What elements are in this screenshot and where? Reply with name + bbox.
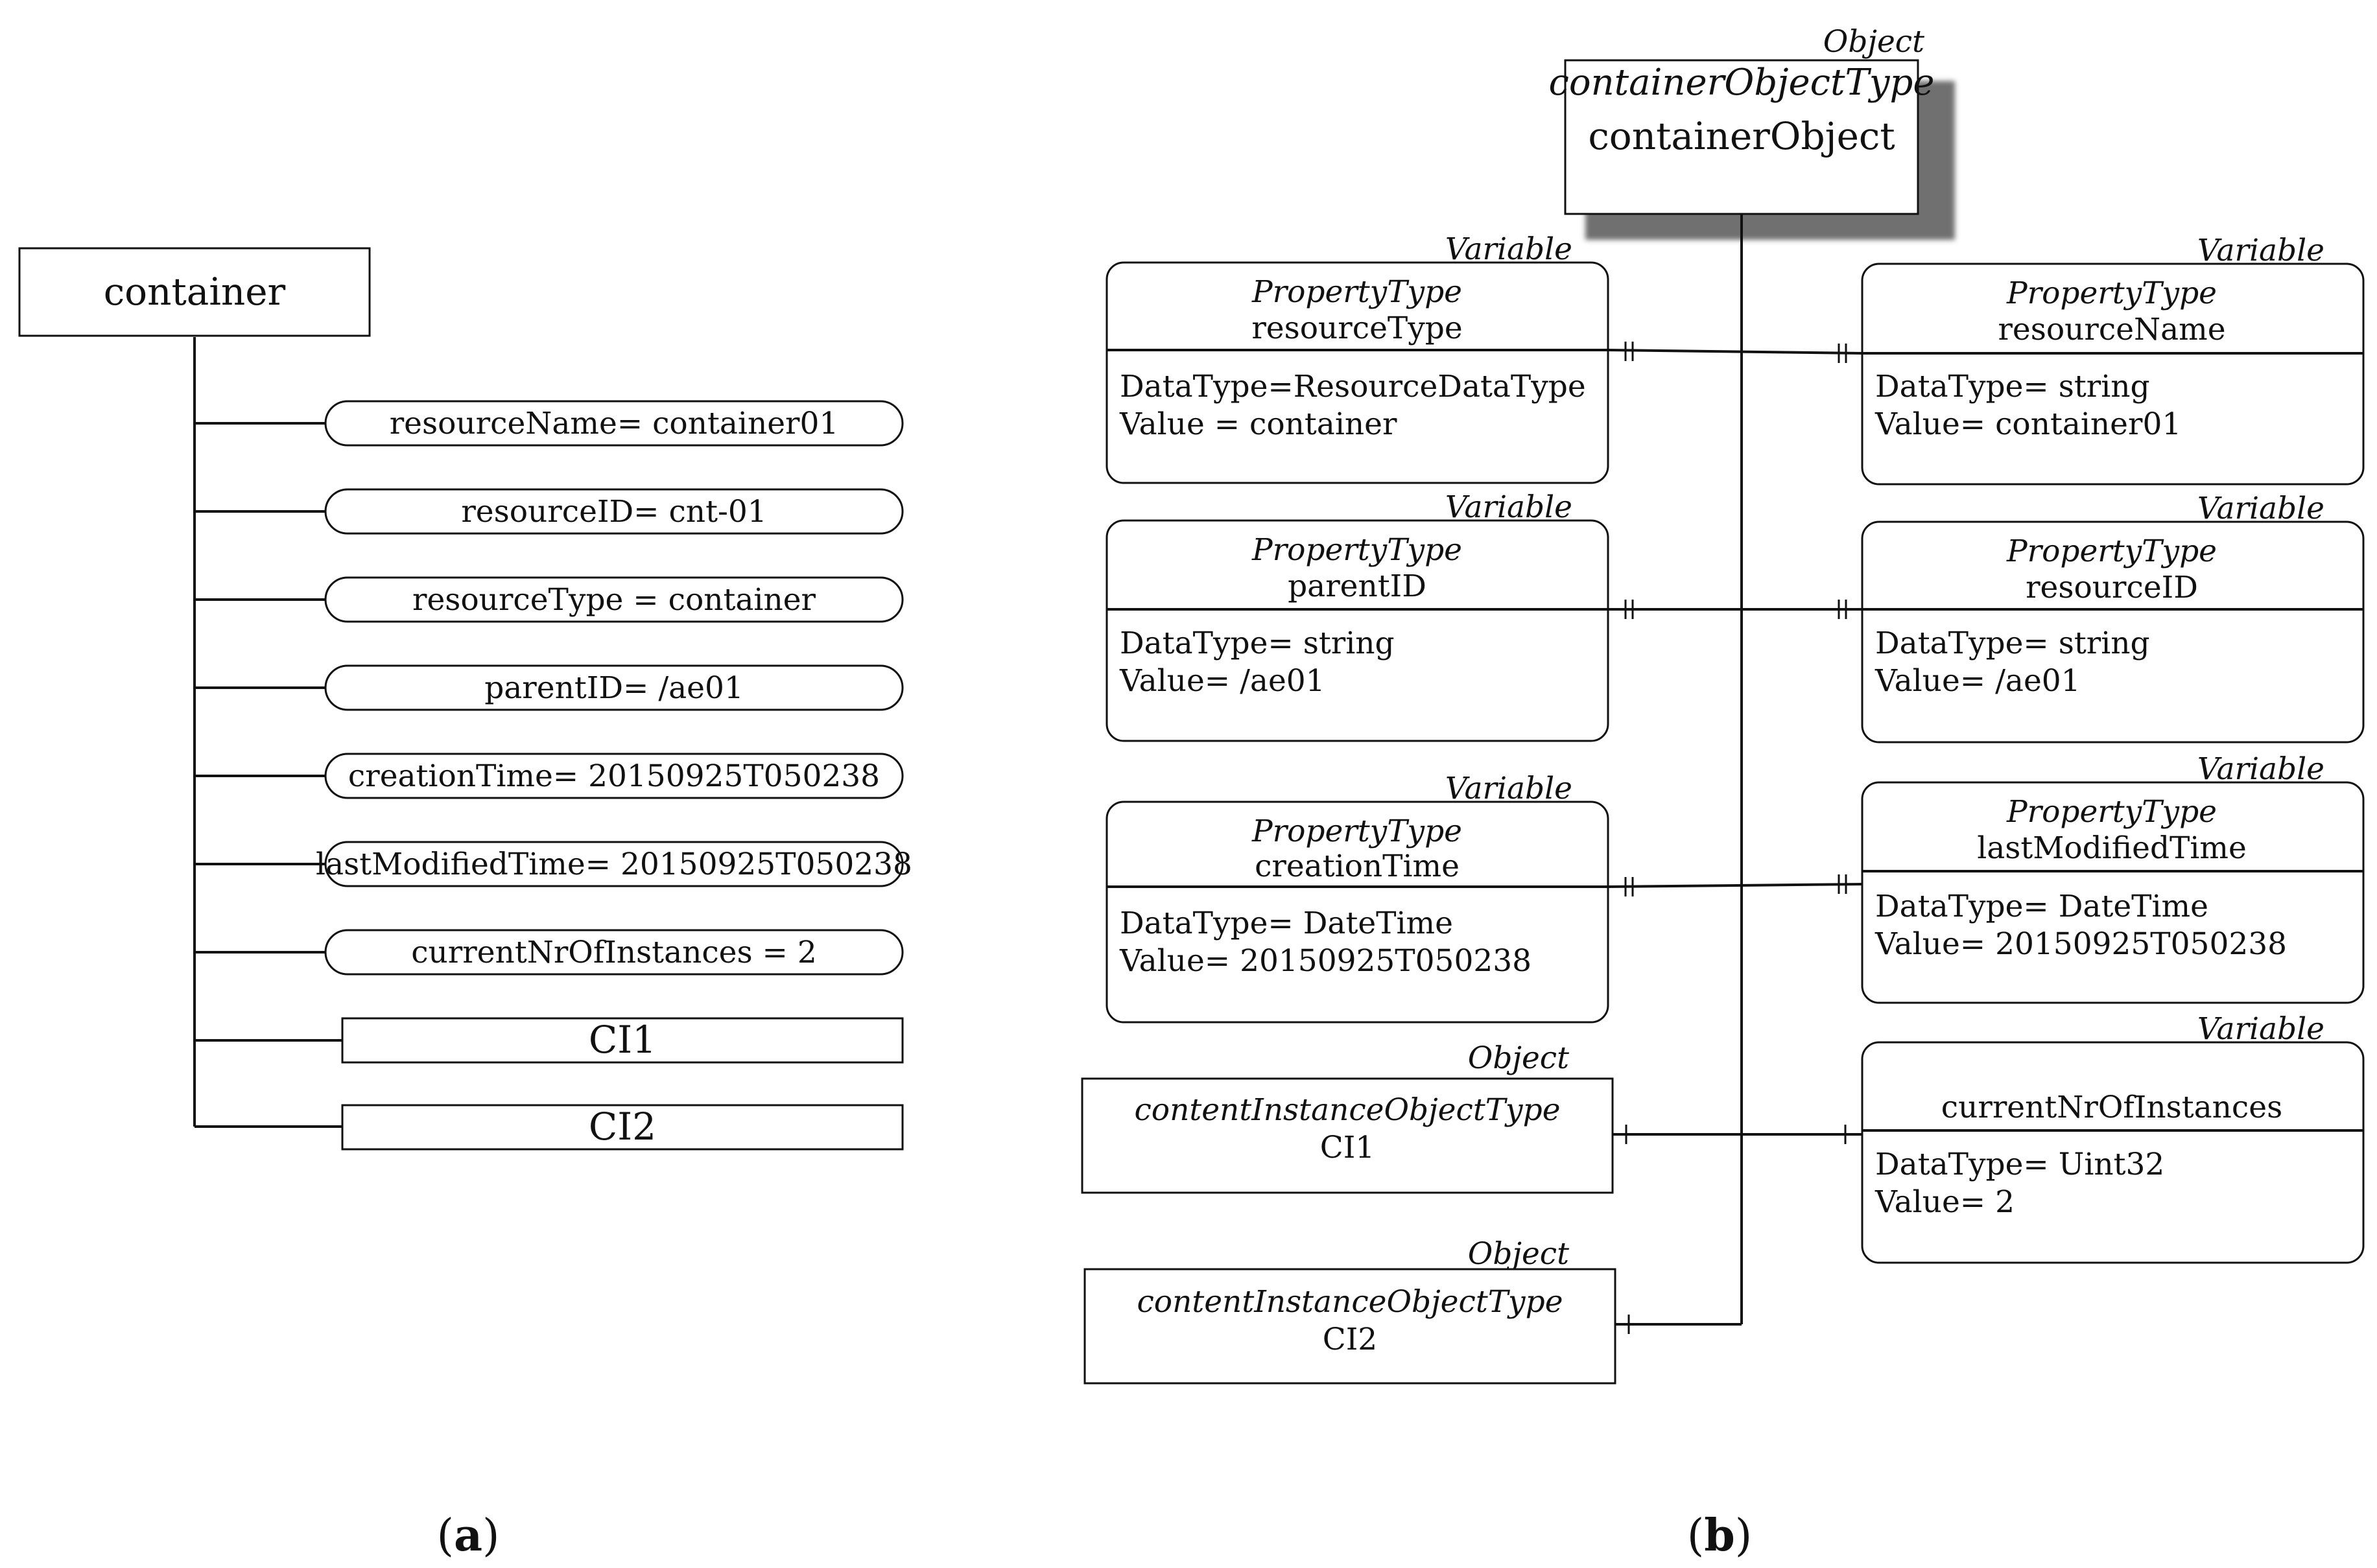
connector-row — [1607, 342, 1863, 363]
variable-datatype: DataType= DateTime — [1875, 889, 2208, 924]
child-instance-row: CI2 — [195, 1104, 904, 1151]
variable-stereotype: Variable — [1445, 771, 1572, 806]
attribute-label: resourceType = container — [412, 582, 816, 618]
variable-datatype: DataType= Uint32 — [1875, 1147, 2164, 1182]
variable-value: Value= /ae01 — [1874, 663, 2081, 699]
root-object-stereotype: Object — [1823, 24, 1924, 60]
variable-stereotype: Variable — [2197, 233, 2324, 268]
variable-node: Variable PropertyType lastModifiedTime D… — [1861, 751, 2365, 1004]
object-stereotype: Object — [1468, 1236, 1569, 1272]
variable-value: Value = container — [1119, 406, 1397, 442]
variable-name: currentNrOfInstances — [1941, 1090, 2282, 1125]
attribute-label: lastModifiedTime= 20150925T050238 — [316, 847, 912, 882]
variable-stereotype: Variable — [1445, 231, 1572, 267]
variable-value: Value= container01 — [1874, 406, 2181, 442]
variable-datatype: DataType= string — [1120, 626, 1395, 661]
attribute-row: resourceName= container01 — [195, 400, 904, 447]
attribute-row: resourceID= cnt-01 — [195, 488, 904, 535]
root-object-type: containerObjectType — [1548, 62, 1934, 104]
attribute-row: creationTime= 20150925T050238 — [195, 753, 904, 799]
variable-name: resourceName — [1998, 312, 2225, 347]
variable-value: Value= 20150925T050238 — [1874, 926, 2287, 962]
variable-datatype: DataType=ResourceDataType — [1120, 369, 1586, 404]
attribute-label: currentNrOfInstances = 2 — [411, 935, 817, 970]
variable-stereotype: Variable — [1445, 489, 1572, 525]
connector-row — [1613, 1125, 1862, 1144]
variable-type: PropertyType — [2006, 275, 2217, 311]
panel-b: Object containerObjectType containerObje… — [1081, 24, 2365, 1562]
attribute-row: lastModifiedTime= 20150925T050238 — [195, 841, 912, 887]
child-instance-label: CI1 — [589, 1018, 656, 1062]
variable-stereotype: Variable — [2197, 1011, 2324, 1047]
connector-row — [1615, 1315, 1742, 1334]
variable-type: PropertyType — [2006, 794, 2217, 830]
panel-a: container resourceName= container01 reso… — [18, 247, 912, 1562]
connector-row — [1608, 600, 1862, 619]
variable-value: Value= 20150925T050238 — [1119, 943, 1531, 979]
connector-row — [1607, 874, 1863, 896]
caption-a-letter: a — [454, 1510, 482, 1562]
object-stereotype: Object — [1468, 1040, 1569, 1076]
variable-name: parentID — [1288, 568, 1426, 604]
variable-type: PropertyType — [1251, 532, 1462, 568]
child-instance-row: CI1 — [195, 1017, 904, 1064]
variable-stereotype: Variable — [2197, 751, 2324, 787]
variable-node: Variable currentNrOfInstances DataType= … — [1861, 1011, 2365, 1264]
caption-a: (a) — [436, 1510, 499, 1562]
container-root-box — [18, 247, 371, 337]
object-type: contentInstanceObjectType — [1134, 1092, 1560, 1128]
root-object-box — [1564, 59, 1919, 215]
object-name: CI2 — [1323, 1322, 1377, 1357]
variable-name: resourceType — [1251, 310, 1462, 346]
attribute-label: parentID= /ae01 — [484, 670, 744, 706]
variable-value: Value= 2 — [1874, 1184, 2015, 1220]
object-name: CI1 — [1320, 1130, 1375, 1165]
attribute-label: creationTime= 20150925T050238 — [348, 758, 880, 794]
attribute-row: parentID= /ae01 — [195, 664, 904, 711]
variable-name: lastModifiedTime — [1977, 830, 2247, 866]
variable-datatype: DataType= string — [1875, 626, 2150, 661]
object-node: Object contentInstanceObjectType CI1 — [1081, 1040, 1614, 1194]
variable-datatype: DataType= DateTime — [1120, 906, 1453, 941]
object-type: contentInstanceObjectType — [1137, 1284, 1563, 1320]
variable-type: PropertyType — [2006, 533, 2217, 569]
caption-b-letter: b — [1704, 1510, 1735, 1562]
variable-node: Variable PropertyType resourceID DataTyp… — [1861, 491, 2365, 743]
variable-type: PropertyType — [1251, 274, 1462, 310]
child-instance-label: CI2 — [589, 1105, 656, 1149]
attribute-label: resourceID= cnt-01 — [461, 494, 766, 530]
variable-value: Value= /ae01 — [1119, 663, 1325, 699]
object-node: Object contentInstanceObjectType CI2 — [1083, 1236, 1616, 1385]
root-object-name: containerObject — [1588, 114, 1895, 158]
variable-datatype: DataType= string — [1875, 369, 2150, 404]
variable-type: PropertyType — [1251, 813, 1462, 849]
attribute-row: currentNrOfInstances = 2 — [195, 929, 904, 976]
variable-node: Variable PropertyType parentID DataType=… — [1106, 489, 1609, 742]
variable-name: creationTime — [1255, 848, 1460, 884]
container-root-label: container — [104, 270, 286, 314]
variable-node: Variable PropertyType resourceType DataT… — [1106, 231, 1609, 484]
attribute-label: resourceName= container01 — [390, 406, 839, 441]
caption-b: (b) — [1687, 1510, 1753, 1562]
variable-node: Variable PropertyType resourceName DataT… — [1861, 233, 2365, 486]
variable-stereotype: Variable — [2197, 491, 2324, 526]
variable-name: resourceID — [2026, 570, 2198, 605]
attribute-row: resourceType = container — [195, 576, 904, 623]
variable-node: Variable PropertyType creationTime DataT… — [1106, 771, 1609, 1024]
